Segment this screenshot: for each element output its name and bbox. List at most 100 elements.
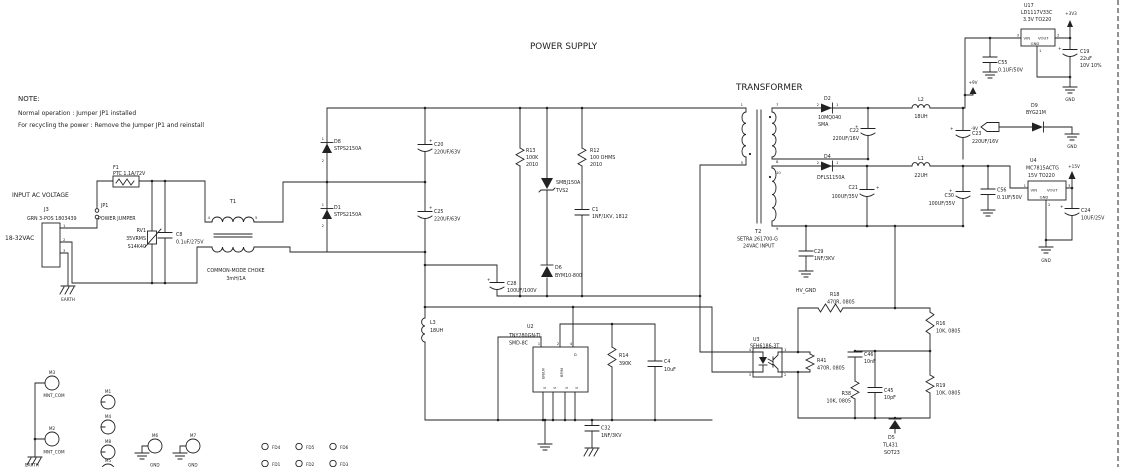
transformer-t2: 1 5 7 8 10 9 T2 SETRA 261700-G 24VAC INP… (737, 102, 835, 294)
optocoupler-u3 (752, 347, 783, 378)
c19-val1: 22uF (1080, 56, 1092, 62)
r16-val: 10K, 0805 (936, 329, 961, 335)
coil-symbols (211, 104, 931, 343)
r12-val: 100 OHMS (590, 155, 615, 161)
r14-ref: R14 (619, 353, 628, 359)
d8-pin1: 1 (322, 136, 325, 141)
j3-pin1: 1 (63, 223, 66, 228)
j3-part: GRN 3-POS 1803439 (27, 216, 77, 222)
j3-ref: J3 (43, 207, 49, 213)
l2-val: 18UH (914, 114, 928, 120)
c19-val2: 10V 10% (1080, 63, 1102, 69)
c20-plus: + (429, 138, 433, 143)
d1-pin2: 2 (322, 223, 325, 228)
ground-symbols (134, 71, 1080, 460)
minus9v-label: -9V (971, 126, 978, 131)
t2-ref: T2 (754, 229, 761, 235)
fd3-label: FD3 (340, 462, 349, 467)
u2-pin-s-label: S (575, 386, 579, 389)
j3-pin3: 3 (63, 248, 66, 253)
r13-ref: R13 (526, 148, 535, 154)
u17-ref: U17 (1024, 3, 1034, 9)
t1-pin5: 5 (255, 215, 258, 220)
note-block: NOTE: Normal operation : Jumper JP1 inst… (18, 95, 204, 129)
c23-ref: C23 (972, 131, 981, 137)
u2-part: TNY280GN-TL (508, 333, 542, 339)
plus9v-label: +9V (968, 80, 977, 85)
d4-ref: D4 (824, 154, 831, 160)
input-heading: INPUT AC VOLTAGE (12, 192, 69, 199)
rv1-val2: S14K40 (128, 244, 146, 250)
m4-label: M4 (105, 414, 112, 419)
t1-val: 3mH/1A (226, 276, 246, 282)
c22-ref: C22 (850, 128, 859, 134)
ldo-u17-section: U17 LD1117V33C 3.3V TO220 VIN VOUT GND 3… (998, 3, 1102, 102)
input-section: INPUT AC VOLTAGE J3 GRN 3-POS 1803439 18… (5, 165, 265, 302)
d2-part: 10MQ040 (818, 115, 841, 121)
varistor-rv1 (147, 230, 157, 245)
d5-pkg: SOT23 (884, 450, 900, 456)
t2-pin10: 10 (776, 170, 781, 175)
diode-symbols (320, 102, 1044, 429)
note-line-2: For recycling the power : Remove the Jum… (18, 122, 204, 129)
d4-pin2: 2 (817, 160, 820, 165)
t2-pin5: 5 (741, 160, 744, 165)
u2-pin-en-label: EN/UV (542, 367, 546, 379)
u2-pin-d-label: D (574, 353, 578, 356)
r18-val: 470R, 0805 (827, 300, 855, 306)
plus3v3-label: +3V3 (1065, 11, 1077, 16)
c23-plus: + (950, 126, 954, 131)
m3-net-label: MNT_COM (43, 393, 65, 398)
u3-part: SFH6186-3T (750, 344, 779, 350)
c25-val: 220UF/63V (434, 217, 461, 223)
m6-gnd-label: GND (150, 463, 160, 467)
u17-vout-label: VOUT (1038, 36, 1049, 41)
m3-label: M3 (49, 370, 56, 375)
ptc-symbol (115, 178, 135, 186)
l3-ref: L3 (430, 320, 436, 326)
r13-pkg: 2010 (526, 162, 538, 168)
rectifier-section: D8 STPS2150A 1 2 D1 STPS2150A 1 2 + C20 … (322, 136, 462, 228)
c25-ref: C25 (434, 209, 443, 215)
u17-pin1-num: 1 (1039, 48, 1042, 53)
rail-arrows (969, 20, 1076, 179)
c24-plus: + (1060, 204, 1064, 209)
c19-plus: + (1058, 46, 1062, 51)
c29-val: 1NF/3KV (814, 256, 835, 262)
reg-u4-section: U4 MC7815ACTG 15V TO220 VIN VOUT GND 1 3… (1024, 158, 1106, 263)
fd5-label: FD5 (306, 445, 315, 450)
u2-ref: U2 (527, 324, 534, 330)
u2-pin-s-label: S (565, 386, 569, 389)
c21-ref: C21 (849, 185, 858, 191)
fuse-f1 (112, 175, 140, 188)
d2-pin1: 1 (836, 102, 839, 107)
tvs2-ref: TVS2 (555, 188, 568, 194)
connector-j3 (41, 222, 61, 268)
c22-val: 220UF/16V (833, 136, 860, 142)
note-line-1: Normal operation : Jumper JP1 installed (18, 110, 136, 117)
c55-ref: C55 (998, 60, 1007, 66)
regulator-u17 (1020, 28, 1056, 47)
l2-ref: L2 (918, 97, 924, 103)
u4-gnd-sym-label: GND (1041, 258, 1051, 263)
c4-ref: C4 (664, 359, 670, 365)
j3-pin2: 2 (63, 237, 66, 242)
u17-pkg: 3.3V TO220 (1023, 17, 1051, 23)
capacitor-symbols (157, 49, 1080, 432)
feedback-section: U3 SFH6186-3T 4 1 3 2 R18 470R, 0805 R16… (749, 292, 961, 456)
c56-ref: C56 (997, 188, 1006, 194)
c8-ref: C8 (176, 232, 182, 238)
fd1-label: FD1 (272, 462, 281, 467)
u2-pin1-num: 1 (538, 341, 541, 346)
earth-symbols (26, 285, 600, 466)
t1-pin4: 4 (208, 215, 211, 220)
u2-pin2-num: 2 (557, 341, 560, 346)
d8-pin2: 2 (322, 158, 325, 163)
u4-vin-label: VIN (1031, 188, 1038, 193)
earth-label: EARTH (61, 297, 75, 302)
r13-val: 100K (526, 155, 539, 161)
d9-part: BYG21M (1026, 110, 1046, 116)
u17-gnd-label: GND (1031, 41, 1040, 46)
